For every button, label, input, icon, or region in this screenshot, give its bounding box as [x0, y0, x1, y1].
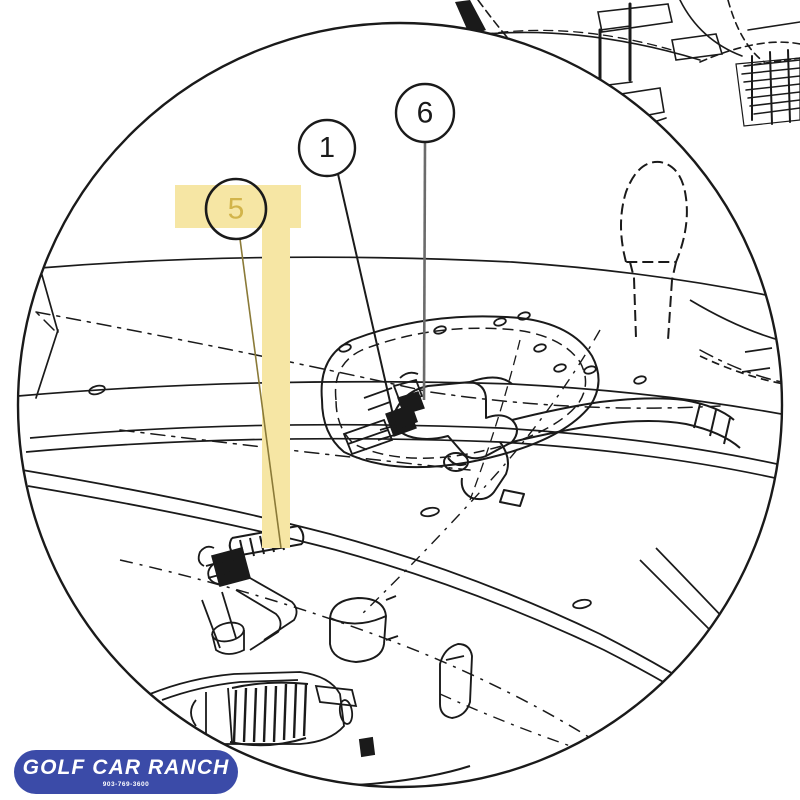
magnifier-rim: [16, 21, 784, 789]
callout-6[interactable]: 6: [394, 82, 456, 144]
logo-phone: 903-769-3600: [102, 781, 150, 789]
callout-5-label: 5: [228, 193, 245, 226]
logo-text: GOLF CAR RANCH: [22, 756, 230, 780]
background-machinery: [439, 0, 800, 127]
callout-1-circle[interactable]: [297, 118, 357, 178]
callout-6-label: 6: [417, 97, 434, 130]
callout-6-leader: [422, 141, 427, 401]
shift-lever: [620, 160, 688, 341]
callout-5-highlight: [175, 185, 301, 548]
callout-5-circle[interactable]: [204, 177, 268, 241]
callout-1[interactable]: 1: [297, 118, 357, 178]
callout-1-leader: [337, 173, 397, 429]
golf-car-ranch-logo: GOLF CAR RANCH 903-769-3600: [14, 750, 238, 794]
callout-1-label: 1: [319, 132, 335, 164]
callout-5-leader: [239, 238, 282, 549]
callout-6-circle[interactable]: [394, 82, 456, 144]
callout-5[interactable]: 5: [204, 177, 268, 241]
shift-linkage-assembly: [197, 525, 305, 655]
